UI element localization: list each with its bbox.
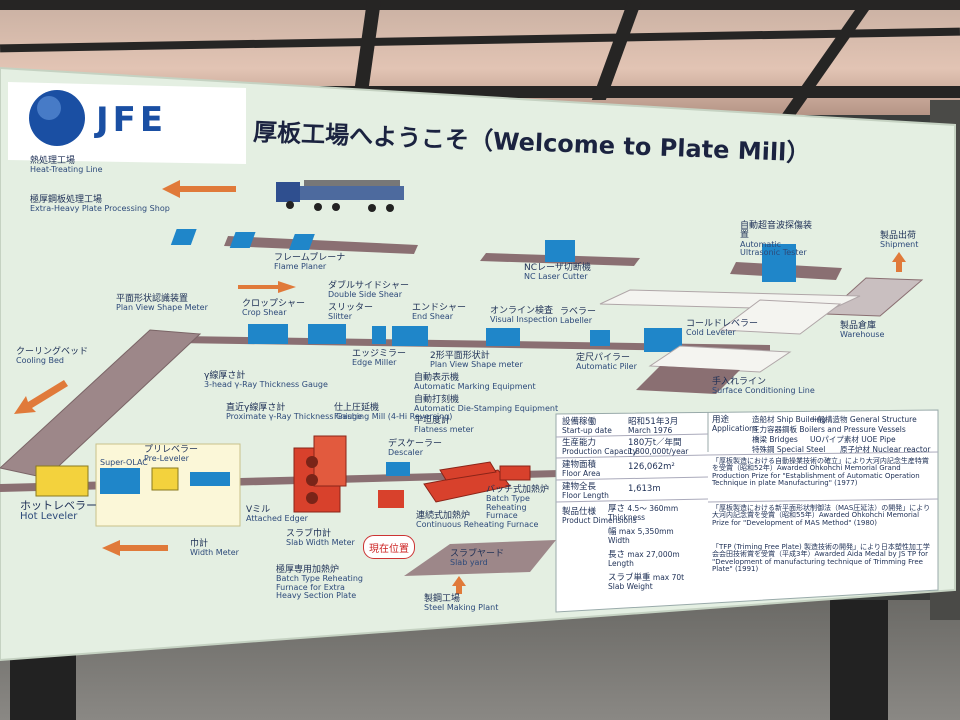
label-super-olac: Super-OLAC [100, 458, 148, 467]
arrow-up-icon [892, 252, 906, 272]
award-1991: 「TFP (Triming Free Plate) 製造技術の開発」により日本塑… [712, 543, 930, 574]
arrow-up-icon [452, 576, 466, 594]
cold-leveler-unit [644, 328, 682, 352]
flame-planer-track [224, 236, 418, 254]
extra-heavy-furnace-unit [378, 490, 404, 508]
jfe-logo-text: JFE [96, 100, 168, 140]
flame-planer-unit [170, 229, 197, 245]
application-item: 橋梁 Bridges [752, 435, 798, 444]
super-olac-unit [100, 468, 140, 494]
visual-inspection-unit [486, 328, 520, 346]
ultrasonic-unit [762, 244, 796, 282]
slab-yard-area [404, 540, 556, 576]
arrow-right-icon [238, 281, 296, 293]
application-item: 特殊鋼 Special Steel [752, 445, 826, 454]
truck-cab [276, 182, 300, 202]
roof-beam [0, 0, 960, 10]
truck-load [304, 180, 400, 186]
application-item: 圧力容器鋼板 Boilers and Pressure Vessels [752, 425, 906, 434]
descaler-unit [386, 462, 410, 476]
spec-table [555, 409, 939, 613]
award-1980: 「厚板製造における新平面形状制御法（MAS圧延法）の開発」により大河内記念賞を受… [712, 504, 931, 527]
award-1977: 「厚板製造における自動操業技術の確立」により大河内記念生産特賞を受賞（昭和52年… [712, 457, 929, 488]
end-shear-unit [392, 326, 428, 346]
spec-floor-length-value: 1,613m [628, 484, 661, 494]
arrow-left-icon [162, 180, 236, 198]
arrow-up-left-icon [14, 380, 68, 414]
double-side-shear-unit [308, 324, 346, 344]
sign-post [830, 600, 888, 720]
labeller-unit [590, 330, 610, 346]
jfe-logo-icon [29, 90, 85, 146]
truck-bed [300, 186, 404, 200]
arrow-left-icon [102, 540, 168, 556]
nc-laser-unit [545, 240, 575, 262]
jfe-logo-highlight-icon [37, 96, 61, 120]
surface-conditioning-area [636, 366, 740, 394]
current-location-badge: 現在位置 [363, 535, 415, 559]
spec-floor-area-value: 126,062m² [628, 462, 675, 472]
application-item: 造船材 Ship Building [752, 415, 827, 424]
cooling-bed [0, 329, 202, 479]
pre-leveler-unit [151, 467, 179, 491]
batch-furnace-unit [499, 465, 531, 481]
application-item: 一般構造物 General Structure [810, 415, 917, 424]
application-item: UOパイプ素材 UOE Pipe [810, 435, 896, 444]
hot-leveler-unit [35, 465, 89, 497]
application-item: 原子炉材 Nuclear reactor [840, 445, 931, 454]
crop-shear-unit [248, 324, 288, 344]
